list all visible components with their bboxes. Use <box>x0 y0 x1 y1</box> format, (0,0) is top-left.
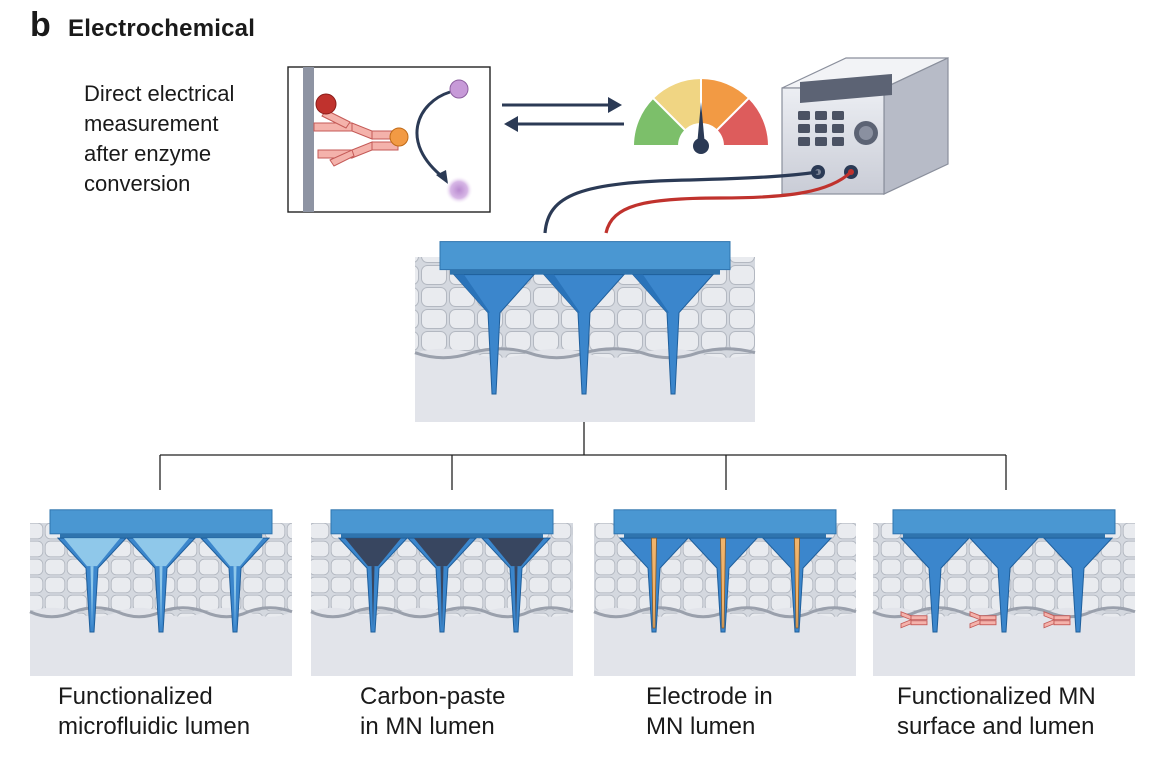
variant-caption: Carbon-paste in MN lumen <box>360 682 540 742</box>
antibody-icon <box>313 109 399 167</box>
gauge-needle <box>697 102 705 146</box>
microneedle <box>56 537 128 633</box>
patch-backing <box>892 509 1116 535</box>
microneedle <box>452 274 536 395</box>
microfluidic-lumen <box>133 538 189 567</box>
carbon-paste <box>345 538 401 567</box>
microneedle <box>480 537 552 633</box>
description-line: measurement <box>84 111 219 136</box>
exchange-arrows <box>502 97 624 132</box>
microneedle <box>968 537 1040 633</box>
enzyme-label-icon <box>389 127 409 147</box>
conversion-arrow <box>415 90 451 180</box>
carbon-paste <box>488 538 544 567</box>
variant-caption: Functionalized microfluidic lumen <box>58 682 278 742</box>
method-description: Direct electrical measurement after enzy… <box>84 79 284 199</box>
variant-caption: Electrode in MN lumen <box>646 682 806 742</box>
main-skin-patch <box>414 241 756 422</box>
microneedle <box>337 537 409 633</box>
description-line: after enzyme <box>84 141 212 166</box>
antibody-icon <box>900 611 928 629</box>
microneedle <box>125 537 197 633</box>
electrode-wire <box>651 537 657 629</box>
patch-backing <box>330 509 554 535</box>
caption-line: Functionalized MN <box>897 683 1096 710</box>
microneedle <box>406 537 478 633</box>
microneedle <box>899 537 971 633</box>
antigen-icon <box>315 93 337 115</box>
potentiostat-icon <box>781 57 949 195</box>
microfluidic-lumen <box>207 538 263 567</box>
variant-skin-patch <box>310 509 574 676</box>
electrode-surface <box>303 67 314 212</box>
working-electrode-wire <box>543 170 819 234</box>
caption-line: surface and lumen <box>897 713 1095 740</box>
caption-line: in MN lumen <box>360 713 495 740</box>
microneedle <box>761 537 833 633</box>
gauge-segment <box>715 96 771 147</box>
description-line: conversion <box>84 171 191 196</box>
caption-line: MN lumen <box>646 713 756 740</box>
gauge-pivot <box>693 138 709 154</box>
panel-title: Electrochemical <box>68 15 256 42</box>
gauge-icon <box>631 76 771 154</box>
patch-backing <box>439 241 731 271</box>
antibody-icon <box>969 611 997 629</box>
substrate-icon <box>449 79 469 99</box>
carbon-paste <box>414 538 470 567</box>
caption-line: microfluidic lumen <box>58 713 251 740</box>
variant-skin-patch <box>872 509 1136 676</box>
connector-lines <box>159 422 1007 490</box>
variant-skin-patch <box>593 509 857 676</box>
panel-letter: b <box>30 6 51 44</box>
caption-line: Carbon-paste <box>360 683 506 710</box>
product-icon <box>445 176 473 204</box>
caption-line: Electrode in <box>646 683 773 710</box>
microfluidic-lumen <box>64 538 120 567</box>
microneedle <box>687 537 759 633</box>
microneedle <box>542 274 626 395</box>
variant-skin-patch <box>29 509 293 676</box>
reference-electrode-wire <box>604 170 853 234</box>
caption-line: Functionalized <box>58 683 213 710</box>
microneedle <box>631 274 715 395</box>
mechanism-box <box>287 66 491 213</box>
electrode-wire <box>794 537 800 629</box>
microneedle <box>1042 537 1114 633</box>
variant-caption: Functionalized MN surface and lumen <box>897 682 1127 742</box>
microneedle <box>199 537 271 633</box>
patch-backing <box>49 509 273 535</box>
description-line: Direct electrical <box>84 81 235 106</box>
patch-backing <box>613 509 837 535</box>
antibody-icon <box>1043 611 1071 629</box>
microneedle <box>618 537 690 633</box>
electrode-wire <box>720 537 726 629</box>
